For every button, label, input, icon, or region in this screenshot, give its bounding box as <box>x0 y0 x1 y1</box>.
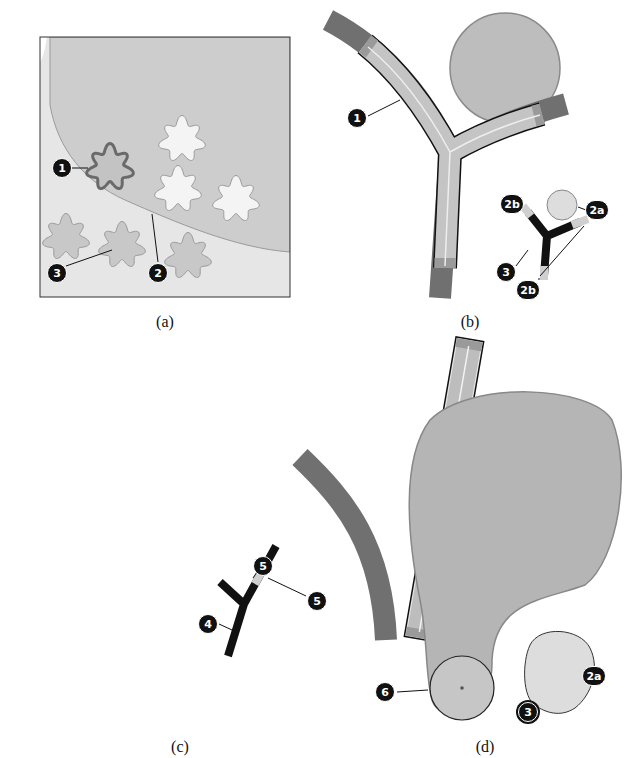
aneurysm-neck <box>397 392 621 724</box>
panel-caption: (d) <box>476 738 495 756</box>
panel-caption: (a) <box>156 313 174 331</box>
callout-number: 2 <box>148 263 168 283</box>
panel-caption: (c) <box>171 738 189 756</box>
callout-number: 6 <box>375 682 395 702</box>
callout-number: 3 <box>47 263 67 283</box>
callout-number: 2a <box>585 200 608 220</box>
callout-number: 2b <box>500 194 524 214</box>
callout-number: 5 <box>253 556 273 576</box>
callout-number: 5 <box>307 591 327 611</box>
callout-number: 4 <box>198 614 218 634</box>
vessel-bifurcation <box>328 13 588 298</box>
callout-number: 2b <box>516 280 540 300</box>
callout-number: 1 <box>52 158 72 178</box>
panel-caption: (b) <box>461 313 480 331</box>
callout-number: 2a <box>582 666 605 686</box>
tissue-panel <box>40 37 290 297</box>
callout-number: 3 <box>518 702 538 722</box>
callout-number: 3 <box>496 262 516 282</box>
callout-number: 1 <box>347 108 367 128</box>
